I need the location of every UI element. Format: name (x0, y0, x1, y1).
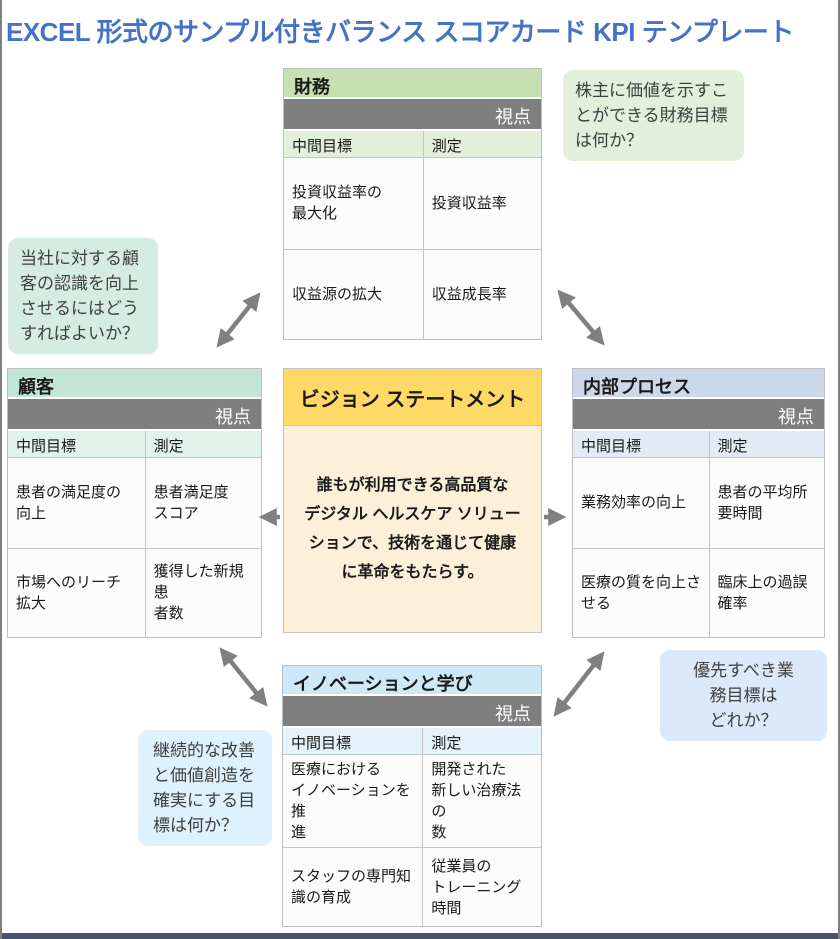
financial-question-bubble: 株主に価値を示すこ とができる財務目標 は何か？ (563, 70, 744, 161)
table-row: 患者の満足度の 向上 患者満足度 スコア (8, 458, 261, 548)
measure-cell: 患者満足度 スコア (144, 458, 261, 548)
column-header-objective: 中間目標 (16, 438, 77, 455)
vision-statement-box: ビジョン ステートメント 誰もが利用できる高品質な デジタル ヘルスケア ソリュ… (283, 368, 542, 633)
customer-perspective-bar: 視点 (8, 399, 261, 431)
objective-cell: 収益源の拡大 (292, 285, 383, 303)
table-row: 業務効率の向上 患者の平均所 要時間 (573, 458, 824, 548)
measure-cell: 臨床上の過誤 確率 (708, 548, 824, 637)
customer-question-bubble: 当社に対する顧 客の認識を向上 させるにはどう すればよいか？ (8, 238, 158, 354)
vision-statement-text: 誰もが利用できる高品質な デジタル ヘルスケア ソリュー ションで、技術を通じて… (284, 426, 541, 632)
objective-cell: 投資収益率の 最大化 (292, 184, 383, 223)
table-row: 医療における イノベーションを推 進 開発された 新しい治療法の 数 (283, 755, 541, 847)
internal-process-table: 内部プロセス 視点 中間目標 測定 業務効率の向上 患者の平均所 要時間 医療の… (572, 368, 825, 638)
measure-cell: 開発された 新しい治療法の 数 (422, 755, 541, 847)
column-header-measure: 測定 (144, 431, 261, 457)
customer-column-headers: 中間目標 測定 (8, 431, 261, 458)
objective-cell: 市場へのリーチ 拡大 (16, 573, 122, 612)
arrow-financial-customer (216, 292, 261, 348)
arrow-financial-internal (557, 289, 605, 346)
column-header-objective: 中間目標 (292, 138, 353, 155)
innovation-learning-table-title: イノベーションと学び (283, 666, 541, 696)
column-header-objective: 中間目標 (291, 735, 352, 752)
customer-table-title: 顧客 (8, 369, 261, 399)
table-row: 投資収益率の 最大化 投資収益率 (284, 158, 541, 249)
internal-column-headers: 中間目標 測定 (573, 431, 824, 458)
objective-cell: 医療における イノベーションを推 進 (291, 761, 411, 841)
table-row: 市場へのリーチ 拡大 獲得した新規患 者数 (8, 547, 261, 637)
arrow-internal-innovation (553, 651, 605, 717)
table-row: 医療の質を向上さ せる 臨床上の過誤 確率 (573, 547, 824, 637)
table-row: スタッフの専門知 識の育成 従業員の トレーニング 時間 (283, 847, 541, 926)
measure-cell: 従業員の トレーニング 時間 (422, 848, 541, 926)
bottom-accent-bar (0, 933, 840, 939)
page-title: EXCEL 形式のサンプル付きバランス スコアカード KPI テンプレート (6, 17, 794, 47)
internal-perspective-bar: 視点 (573, 399, 824, 431)
measure-cell: 患者の平均所 要時間 (708, 458, 824, 548)
objective-cell: 医療の質を向上さ せる (581, 573, 702, 612)
table-row: 収益源の拡大 収益成長率 (284, 248, 541, 339)
financial-table-title: 財務 (284, 69, 541, 99)
objective-cell: 患者の満足度の 向上 (16, 483, 122, 522)
innovation-learning-table: イノベーションと学び 視点 中間目標 測定 医療における イノベーションを推 進… (282, 665, 542, 927)
measure-cell: 投資収益率 (422, 158, 541, 249)
column-header-measure: 測定 (708, 431, 824, 457)
measure-cell: 収益成長率 (422, 249, 541, 339)
internal-question-bubble: 優先すべき業 務目標は どれか？ (660, 650, 827, 741)
financial-column-headers: 中間目標 測定 (284, 131, 541, 158)
column-header-objective: 中間目標 (581, 438, 642, 455)
objective-cell: スタッフの専門知 識の育成 (291, 868, 412, 906)
internal-process-table-title: 内部プロセス (573, 369, 824, 399)
column-header-measure: 測定 (422, 131, 541, 157)
arrow-customer-innovation (219, 647, 268, 707)
innovation-perspective-bar: 視点 (283, 696, 541, 728)
customer-table: 顧客 視点 中間目標 測定 患者の満足度の 向上 患者満足度 スコア 市場へのリ… (7, 368, 262, 638)
column-header-measure: 測定 (422, 728, 541, 754)
innovation-column-headers: 中間目標 測定 (283, 728, 541, 755)
objective-cell: 業務効率の向上 (581, 494, 687, 512)
innovation-question-bubble: 継続的な改善 と価値創造を 確実にする目 標は何か？ (138, 730, 272, 846)
financial-table: 財務 視点 中間目標 測定 投資収益率の 最大化 投資収益率 収益源の拡大 収益… (283, 68, 542, 340)
financial-perspective-bar: 視点 (284, 99, 541, 131)
measure-cell: 獲得した新規患 者数 (144, 548, 261, 637)
vision-statement-header: ビジョン ステートメント (284, 369, 541, 426)
